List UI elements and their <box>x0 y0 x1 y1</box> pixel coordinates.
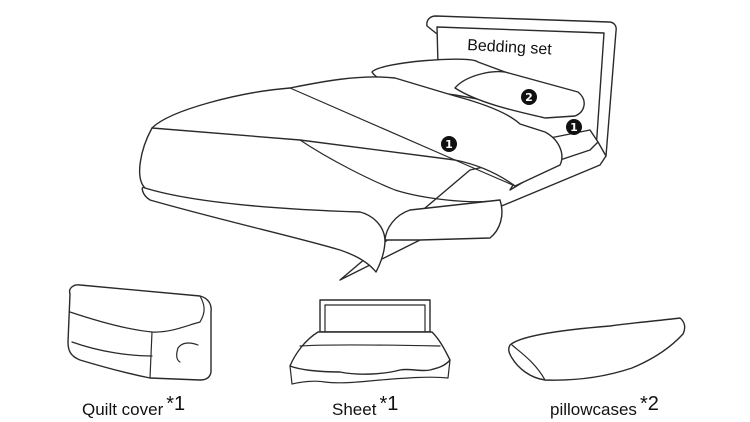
item-quilt-cover-name: Quilt cover <box>82 400 164 419</box>
badge-quilt-cover: 1 <box>441 136 457 152</box>
folded-quilt-cover-drawing <box>67 284 212 381</box>
badge-sheet: 1 <box>566 119 582 135</box>
badge-quilt-cover-text: 1 <box>445 138 453 151</box>
headboard-label: Bedding set <box>467 37 553 58</box>
item-pillowcases-name: pillowcases <box>550 400 637 419</box>
item-quilt-cover-label: Quilt cover*1 <box>82 393 185 421</box>
item-pillowcases-qty: *2 <box>639 393 659 415</box>
item-sheet-label: Sheet*1 <box>332 393 398 421</box>
item-pillowcases-label: pillowcases*2 <box>550 393 659 421</box>
badge-pillowcase-text: 2 <box>525 91 533 104</box>
item-sheet-name: Sheet <box>332 400 377 419</box>
item-sheet-qty: *1 <box>379 393 399 415</box>
sheet-drawing <box>289 299 451 385</box>
badge-pillowcase: 2 <box>521 89 537 105</box>
badge-sheet-text: 1 <box>570 121 578 134</box>
pillowcase-drawing <box>507 317 686 381</box>
item-quilt-cover-qty: *1 <box>166 393 186 415</box>
